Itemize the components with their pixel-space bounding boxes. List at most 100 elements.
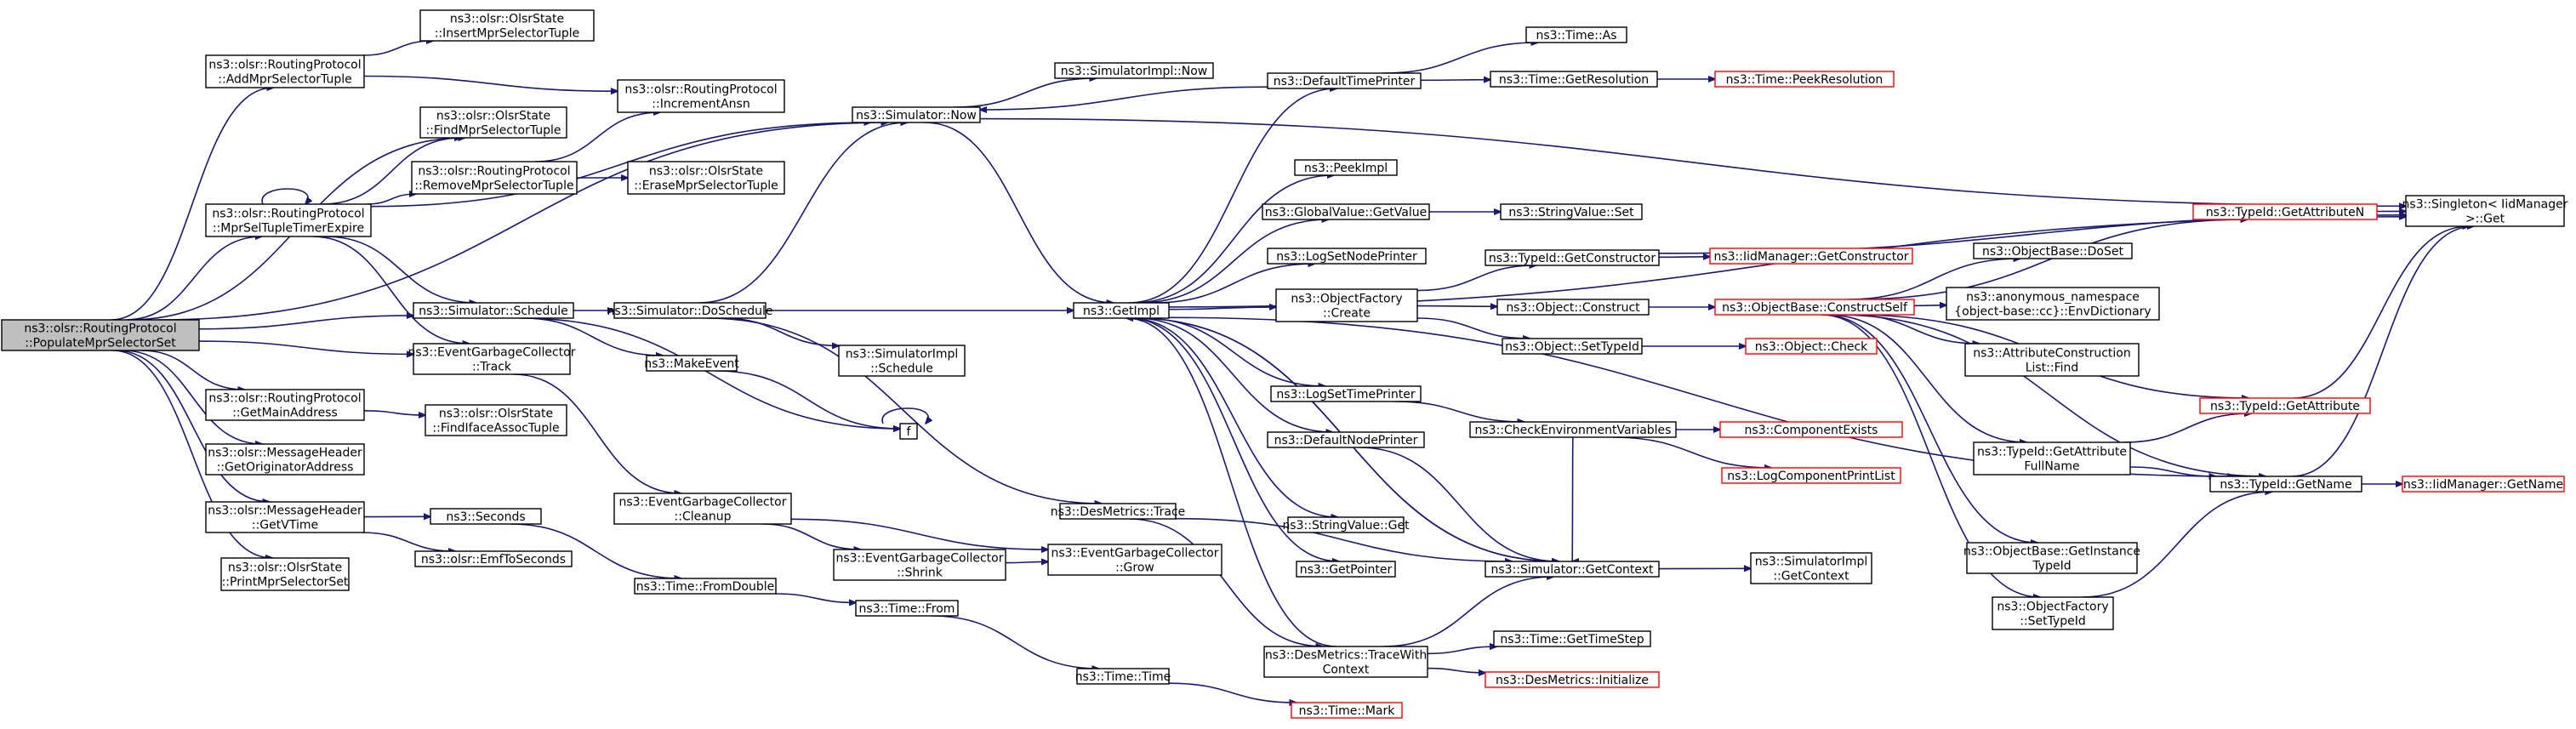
node-box[interactable]	[430, 508, 542, 525]
node-obj_factory_create[interactable]: ns3::ObjectFactory::Create	[1275, 288, 1418, 322]
node-box[interactable]	[1493, 630, 1651, 647]
node-obj_check[interactable]: ns3::Object::Check	[1745, 338, 1878, 355]
node-box[interactable]	[1525, 26, 1627, 43]
node-box[interactable]	[1296, 561, 1396, 578]
node-box[interactable]	[425, 404, 567, 436]
node-typeid_getctor[interactable]: ns3::TypeId::GetConstructor	[1485, 249, 1660, 266]
node-get_impl[interactable]: ns3::GetImpl	[1073, 302, 1170, 319]
node-box[interactable]	[613, 302, 767, 319]
node-box[interactable]	[1719, 421, 1903, 438]
node-box[interactable]	[205, 389, 365, 421]
node-erase_mpr[interactable]: ns3::olsr::OlsrState::EraseMprSelectorTu…	[627, 161, 785, 195]
node-box[interactable]	[1262, 203, 1430, 220]
node-emf[interactable]: ns3::olsr::EmfToSeconds	[414, 550, 573, 567]
node-box[interactable]	[220, 557, 350, 591]
node-box[interactable]	[1267, 248, 1427, 265]
node-simimpl_sched[interactable]: ns3::SimulatorImpl::Schedule	[838, 345, 966, 377]
node-insert_mpr[interactable]: ns3::olsr::OlsrState::InsertMprSelectorT…	[419, 9, 595, 42]
node-box[interactable]	[646, 355, 738, 372]
node-simimpl_getctx[interactable]: ns3::SimulatorImpl::GetContext	[1750, 552, 1872, 584]
node-box[interactable]	[1964, 343, 2140, 377]
node-time_peekres[interactable]: ns3::Time::PeekResolution	[1714, 71, 1895, 88]
node-egc_cleanup[interactable]: ns3::EventGarbageCollector::Cleanup	[613, 493, 792, 525]
node-time_from[interactable]: ns3::Time::From	[855, 600, 959, 617]
node-box[interactable]	[1714, 71, 1895, 88]
node-simimpl_now[interactable]: ns3::SimulatorImpl::Now	[1054, 62, 1214, 79]
node-get_orig[interactable]: ns3::olsr::MessageHeader::GetOriginatorA…	[205, 443, 365, 476]
node-box[interactable]	[1496, 299, 1650, 316]
node-box[interactable]	[1709, 248, 1913, 265]
node-find_iface[interactable]: ns3::olsr::OlsrState::FindIfaceAssocTupl…	[425, 404, 567, 436]
node-obj_construct[interactable]: ns3::Object::Construct	[1496, 299, 1650, 316]
node-box[interactable]	[205, 501, 365, 533]
node-sim_now[interactable]: ns3::Simulator::Now	[852, 106, 981, 123]
node-time_getres[interactable]: ns3::Time::GetResolution	[1490, 71, 1658, 88]
node-sim_getctx[interactable]: ns3::Simulator::GetContext	[1485, 561, 1660, 578]
node-box[interactable]	[1047, 544, 1222, 576]
node-box[interactable]	[1502, 338, 1643, 355]
node-box[interactable]	[1721, 467, 1901, 484]
node-log_time_printer[interactable]: ns3::LogSetTimePrinter	[1270, 385, 1422, 402]
node-comp_exists[interactable]: ns3::ComponentExists	[1719, 421, 1903, 438]
node-inc_ansn[interactable]: ns3::olsr::RoutingProtocol::IncrementAns…	[617, 79, 785, 113]
node-box[interactable]	[1485, 249, 1660, 266]
node-seconds[interactable]: ns3::Seconds	[430, 508, 542, 525]
node-box[interactable]	[899, 423, 918, 440]
node-box[interactable]	[833, 549, 1006, 581]
node-box[interactable]	[634, 578, 777, 595]
node-box[interactable]	[1267, 431, 1425, 448]
node-strval_get[interactable]: ns3::StringValue::Get	[1282, 516, 1410, 533]
node-time_time[interactable]: ns3::Time::Time	[1075, 668, 1171, 685]
node-egc_grow[interactable]: ns3::EventGarbageCollector::Grow	[1047, 544, 1222, 576]
node-global_value[interactable]: ns3::GlobalValue::GetValue	[1262, 203, 1430, 220]
node-print_mpr[interactable]: ns3::olsr::OlsrState::PrintMprSelectorSe…	[220, 557, 350, 591]
node-mpr_expire[interactable]: ns3::olsr::RoutingProtocol::MprSelTupleT…	[205, 203, 372, 237]
node-box[interactable]	[1275, 288, 1418, 322]
node-box[interactable]	[1500, 203, 1643, 220]
node-des_init[interactable]: ns3::DesMetrics::Initialize	[1485, 671, 1660, 688]
node-box[interactable]	[1287, 516, 1405, 533]
node-find_mpr[interactable]: ns3::olsr::OlsrState::FindMprSelectorTup…	[419, 106, 567, 139]
node-box[interactable]	[2405, 195, 2565, 227]
node-time_mark[interactable]: ns3::Time::Mark	[1291, 702, 1403, 719]
node-time_gettimestep[interactable]: ns3::Time::GetTimeStep	[1493, 630, 1651, 647]
node-make_event[interactable]: ns3::MakeEvent	[644, 355, 739, 372]
node-singleton_get[interactable]: ns3::Singleton< IidManager>::Get	[2402, 195, 2568, 227]
node-f[interactable]: f	[899, 423, 918, 440]
node-time_as[interactable]: ns3::Time::As	[1525, 26, 1627, 43]
node-box[interactable]	[1270, 385, 1422, 402]
node-box[interactable]	[627, 161, 785, 195]
node-box[interactable]	[205, 203, 372, 237]
node-box[interactable]	[838, 345, 966, 377]
node-iid_getctor[interactable]: ns3::IidManager::GetConstructor	[1709, 248, 1913, 265]
node-box[interactable]	[1490, 71, 1658, 88]
node-def_node_printer[interactable]: ns3::DefaultNodePrinter	[1267, 431, 1425, 448]
node-box[interactable]	[855, 600, 959, 617]
node-box[interactable]	[1745, 338, 1878, 355]
node-egc_track[interactable]: ns3::EventGarbageCollector::Track	[407, 343, 576, 375]
node-box[interactable]	[1469, 421, 1677, 438]
node-box[interactable]	[414, 550, 573, 567]
node-log_node_printer[interactable]: ns3::LogSetNodePrinter	[1267, 248, 1427, 265]
node-box[interactable]	[1059, 503, 1177, 520]
node-anon_envdict[interactable]: ns3::anonymous_namespace{object-base::cc…	[1946, 287, 2160, 321]
node-box[interactable]	[1485, 671, 1660, 688]
node-des_trace[interactable]: ns3::DesMetrics::Trace	[1051, 503, 1186, 520]
node-remove_mpr[interactable]: ns3::olsr::RoutingProtocol::RemoveMprSel…	[411, 161, 578, 195]
node-objfactory_settypeid[interactable]: ns3::ObjectFactory::SetTypeId	[1992, 596, 2114, 630]
node-sim_schedule[interactable]: ns3::Simulator::Schedule	[413, 302, 574, 319]
node-box[interactable]	[2209, 476, 2362, 493]
node-objbase_construct[interactable]: ns3::ObjectBase::ConstructSelf	[1714, 299, 1915, 316]
node-box[interactable]	[1263, 646, 1428, 678]
node-box[interactable]	[852, 106, 981, 123]
node-box[interactable]	[1714, 299, 1915, 316]
node-box[interactable]	[205, 54, 365, 88]
node-def_time_printer[interactable]: ns3::DefaultTimePrinter	[1267, 72, 1422, 89]
node-box[interactable]	[419, 106, 567, 139]
node-strval_set[interactable]: ns3::StringValue::Set	[1500, 203, 1643, 220]
node-box[interactable]	[1267, 72, 1422, 89]
node-typeid_getname[interactable]: ns3::TypeId::GetName	[2209, 476, 2362, 493]
